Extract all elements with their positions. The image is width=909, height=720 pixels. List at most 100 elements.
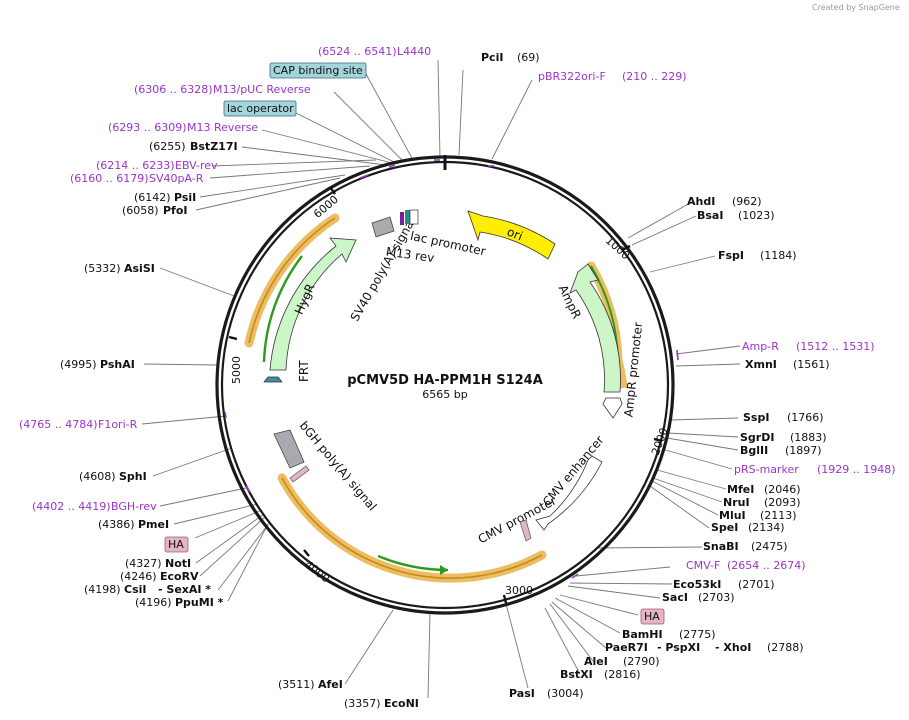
primer-f1ori-name: F1ori-R (98, 418, 138, 431)
enzyme-spe-name: SpeI (711, 521, 738, 534)
plasmid-length: 6565 bp (422, 388, 467, 401)
primer-cmvf-name: CMV-F (686, 559, 720, 572)
ha-feature-left (289, 465, 310, 483)
enzyme-mlu-pos: (2113) (760, 509, 797, 522)
enzyme-ahd-name: AhdI (687, 195, 715, 208)
m13-rev-marker (400, 212, 404, 225)
enzyme-psha-pos: (4995) (60, 358, 97, 371)
enzyme-bstxi-name: BstXI (560, 668, 593, 681)
enzyme-sgrd-name: SgrDI (740, 431, 774, 444)
enzyme-ecorv-name: EcoRV (160, 570, 199, 583)
enzyme-psi-name: PsiI (174, 191, 196, 204)
lac-operator-marker (409, 209, 419, 225)
enzyme-alei-name: AleI (584, 655, 608, 668)
orf-hygr-inner (262, 255, 303, 363)
ha-box-right (640, 608, 665, 625)
primer-pbr-name: pBR322ori-F (538, 70, 606, 83)
enzyme-sph-name: SphI (119, 470, 147, 483)
enzyme-mfe-pos: (2046) (764, 483, 801, 496)
enzyme-psha-name: PshAI (100, 358, 135, 371)
orf-ppm1h-arrow (440, 565, 448, 575)
enzyme-sac-pos: (2703) (698, 591, 735, 604)
enzyme-ppumi-pos: (4196) (135, 596, 172, 609)
enzyme-econi-pos: (3357) (344, 697, 381, 710)
tick-3000: 3000 (505, 584, 533, 597)
enzyme-ssp-name: SspI (743, 411, 769, 424)
cmv-enhancer-arrow (535, 455, 603, 531)
cap-box-label: CAP binding site (273, 64, 363, 77)
sv40-polya-box (371, 216, 395, 238)
primer-m13r-range: (6293 .. 6309) (108, 121, 187, 134)
primer-m13puc-name: M13/pUC Reverse (213, 83, 311, 96)
primer-bgh-name: BGH-rev (111, 500, 157, 513)
enzyme-ssp-pos: (1766) (787, 411, 824, 424)
enzyme-bsa-pos: (1023) (738, 209, 775, 222)
enzyme-paer7i-name: PaeR7I (605, 641, 648, 654)
enzyme-bgl-pos: (1897) (785, 444, 822, 457)
plasmid-title: pCMV5D HA-PPM1H S124A (347, 373, 543, 388)
hygr-arrow (269, 237, 357, 371)
enzyme-paer7i-pos: (2788) (767, 641, 804, 654)
ori-label: ori (505, 225, 525, 244)
ampr-promoter-label: AmpR promoter (621, 321, 645, 417)
enzyme-sac-name: SacI (662, 591, 688, 604)
enzyme-alei-pos: (2790) (623, 655, 660, 668)
frt-label: FRT (297, 360, 311, 382)
primer-bgh-range: (4402 .. 4419) (32, 500, 111, 513)
primer-m13r-name: M13 Reverse (187, 121, 258, 134)
enzyme-afei-name: AfeI (318, 678, 343, 691)
cap-box (269, 62, 367, 79)
bgh-polya-label: bGH poly(A) signal (297, 419, 380, 514)
enzyme-pci-name: PciI (481, 51, 503, 64)
primer-sv40pa-name: SV40pA-R (149, 172, 204, 185)
primer-prs-range: (1929 .. 1948) (817, 463, 896, 476)
enzyme-sgrd-pos: (1883) (790, 431, 827, 444)
primer-sv40pa-range: (6160 .. 6179) (70, 172, 149, 185)
enzyme-eco53-name: Eco53kI (673, 578, 721, 591)
leader-lines (141, 59, 741, 699)
enzyme-bstz-name: BstZ17I (190, 140, 238, 153)
enzyme-nru-pos: (2093) (764, 496, 801, 509)
primer-cmvf-range: (2654 .. 2674) (727, 559, 806, 572)
ha-box-left-label: HA (168, 538, 184, 551)
enzyme-ecorv-pos: (4246) (120, 570, 157, 583)
enzyme-csi-pos: (4198) (84, 583, 121, 596)
frt-marker (263, 376, 283, 383)
primer-ampr-range: (1512 .. 1531) (796, 340, 875, 353)
enzyme-bstz-pos: (6255) (149, 140, 186, 153)
m13-rev-label: M13 rev (385, 245, 435, 266)
enzyme-afei-pos: (3511) (278, 678, 315, 691)
enzyme-bamhi-name: BamHI (622, 628, 663, 641)
scale-ticks (228, 186, 663, 604)
enzyme-fsp-name: FspI (718, 249, 744, 262)
enzyme-bsa-name: BsaI (697, 209, 723, 222)
enzyme-not-name: NotI (165, 557, 191, 570)
bgh-polya-box (273, 429, 305, 469)
enzyme-fsp-pos: (1184) (760, 249, 797, 262)
ori-arrow (467, 210, 556, 260)
tick-5000: 5000 (230, 356, 243, 384)
primer-pbr-range: (210 .. 229) (622, 70, 687, 83)
primer-marks (224, 159, 679, 579)
enzyme-pasi-name: PasI (509, 687, 535, 700)
enzyme-pfo-name: PfoI (163, 204, 188, 217)
enzyme-spe-pos: (2134) (748, 521, 785, 534)
enzyme-pasi-pos: (3004) (547, 687, 584, 700)
enzyme-psi-pos: (6142) (134, 191, 171, 204)
lac-promoter-marker (405, 210, 410, 224)
lacop-box-label: lac operator (227, 102, 294, 115)
enzyme-bgl-name: BglII (740, 444, 768, 457)
enzyme-econi-name: EcoNI (384, 697, 419, 710)
enzyme-not-pos: (4327) (125, 557, 162, 570)
credit-text: Created by SnapGene (812, 3, 900, 12)
primer-ebv-range: (6214 .. 6233) (96, 159, 175, 172)
enzyme-csi-name: CsiI (124, 583, 146, 596)
primer-l4440-name: L4440 (397, 45, 431, 58)
orf-ppm1h (281, 477, 543, 579)
primer-prs-name: pRS-marker (734, 463, 799, 476)
enzyme-snab-pos: (2475) (751, 540, 788, 553)
enzyme-asisi-pos: (5332) (84, 262, 121, 275)
enzyme-bamhi-pos: (2775) (679, 628, 716, 641)
enzyme-pspxi-name: - PspXI (657, 641, 700, 654)
